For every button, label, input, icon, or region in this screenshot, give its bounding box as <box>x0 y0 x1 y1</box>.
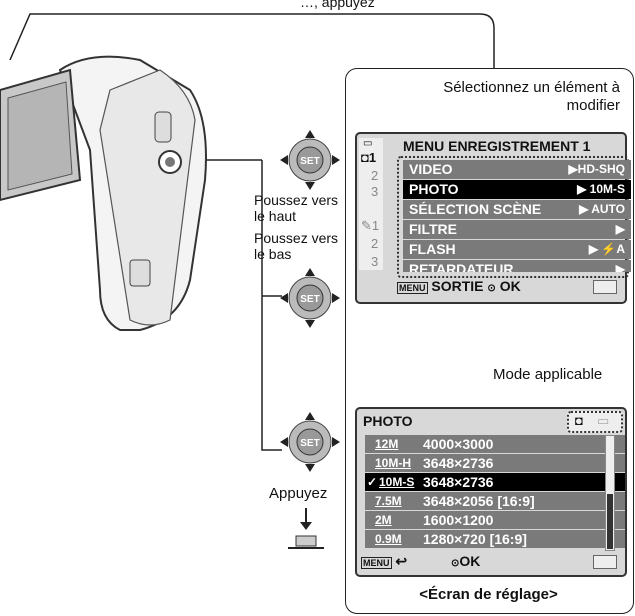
tab-2[interactable]: 2 <box>371 168 379 183</box>
camera-illustration <box>0 55 207 331</box>
photo-title: PHOTO <box>363 413 413 429</box>
tab-setup-2[interactable]: 2 <box>371 236 379 251</box>
press-label: Appuyez <box>269 485 328 502</box>
set-key-icon: ⊙ <box>451 558 460 569</box>
photo-camera-icon: ◘ <box>575 413 583 428</box>
menu-item-video[interactable]: VIDEO▶HD-SHQ <box>403 160 631 179</box>
set-key-icon: ⊙ <box>487 283 496 294</box>
photo-camera-icon: ◘ <box>361 150 369 165</box>
menu-title: MENU ENREGISTREMENT 1 <box>403 138 591 154</box>
battery-icon <box>593 280 617 294</box>
battery-icon <box>593 555 617 569</box>
select-item-caption: Sélectionnez un élément à modifier <box>443 79 620 114</box>
photo-footer: MENU ↩ ⊙OK <box>361 553 481 569</box>
video-camera-icon: ▭ <box>363 138 373 149</box>
svg-text:SET: SET <box>300 438 319 449</box>
mode-icons: ◘ ▭ <box>567 411 623 433</box>
push-up-label: Poussez vers le haut <box>254 192 339 224</box>
menu-tabs: ▭ ◘1 2 3 ✎1 2 3 <box>359 138 383 270</box>
tab-setup-1[interactable]: ✎1 <box>361 218 380 233</box>
press-button-icon <box>288 508 324 549</box>
set-dial-down[interactable]: SET <box>280 268 340 328</box>
tab-3[interactable]: 3 <box>371 184 379 199</box>
menu-key-icon: MENU <box>361 557 392 569</box>
push-down-label: Poussez vers le bas <box>254 230 339 262</box>
top-caption: …, appuyez <box>300 0 375 10</box>
scrollbar-thumb[interactable] <box>607 494 613 549</box>
settings-screen-caption: <Écran de réglage> <box>419 586 558 603</box>
tab-setup-3[interactable]: 3 <box>371 254 379 269</box>
svg-text:SET: SET <box>300 294 319 305</box>
wrench-icon: ✎ <box>361 218 372 233</box>
menu-item-flash[interactable]: FLASH▶ ⚡A <box>403 240 631 259</box>
menu-item-photo[interactable]: PHOTO▶ 10M-S <box>403 180 631 199</box>
scrollbar[interactable] <box>605 435 615 551</box>
video-camera-icon: ▭ <box>597 413 610 428</box>
set-dial-up[interactable]: SET <box>280 130 340 190</box>
menu-footer: MENU SORTIE ⊙ OK <box>397 278 521 294</box>
menu-item-filter[interactable]: FILTRE▶ <box>403 220 631 239</box>
applicable-mode-caption: Mode applicable <box>493 366 603 383</box>
tab-1[interactable]: ◘1 <box>361 150 377 165</box>
return-icon: ↩ <box>395 553 408 569</box>
menu-key-icon: MENU <box>397 282 428 294</box>
menu-item-scene[interactable]: SÉLECTION SCÈNE▶ AUTO <box>403 200 631 219</box>
svg-text:SET: SET <box>300 156 319 167</box>
record-menu-screen: ▭ ◘1 2 3 ✎1 2 3 MENU ENREGISTREMENT 1 VI… <box>355 132 631 304</box>
menu-item-timer[interactable]: RETARDATEUR▶ <box>403 260 631 272</box>
set-dial-press[interactable]: SET <box>280 412 340 472</box>
